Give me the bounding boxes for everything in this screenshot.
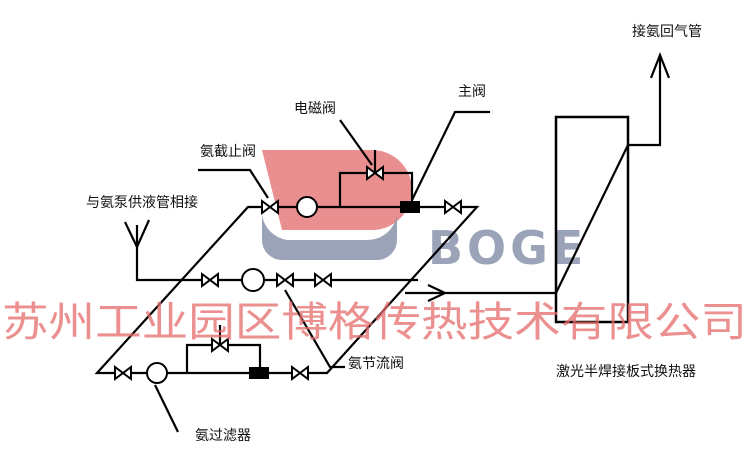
leader-stop-valve — [198, 168, 269, 199]
label-pump-supply: 与氨泵供液管相接 — [86, 194, 198, 211]
main-valve-icon — [249, 367, 269, 379]
company-watermark: 苏州工业园区博格传热技术有限公司 — [2, 298, 747, 346]
label-heat-exchanger: 激光半焊接板式换热器 — [556, 363, 696, 380]
filter-icon — [241, 268, 265, 292]
pipe-loop — [94, 205, 480, 375]
label-main-valve: 主阀 — [458, 84, 486, 100]
filter-icon — [146, 362, 168, 384]
return-gas-pipe — [628, 58, 662, 147]
label-throttle-valve: 氨节流阀 — [348, 356, 404, 372]
leader-solenoid — [339, 119, 373, 166]
valve-icon — [114, 365, 132, 381]
valve-icon — [444, 199, 462, 215]
logo-text: BOGE — [428, 221, 587, 275]
logo-blue-shape — [262, 215, 397, 260]
throttle-valve-icon — [276, 272, 294, 288]
leader-throttle — [284, 289, 345, 369]
main-valve-icon — [400, 201, 420, 213]
up-arrow-icon — [649, 51, 671, 79]
leader-main-valve — [411, 110, 490, 201]
valve-icon — [291, 365, 309, 381]
flow-arrow-icon — [427, 284, 448, 302]
logo-red-shape — [262, 150, 412, 230]
label-filter: 氨过滤器 — [195, 428, 251, 444]
leader-filter — [154, 384, 179, 433]
valve-icon — [314, 272, 332, 288]
label-return-gas-pipe: 接氨回气管 — [632, 23, 702, 40]
valve-icon — [201, 272, 219, 288]
filter-icon — [296, 196, 318, 218]
label-solenoid-valve: 电磁阀 — [294, 101, 336, 117]
supply-inlet-fork — [124, 219, 151, 250]
stop-valve-icon — [261, 199, 279, 215]
label-stop-valve: 氨截止阀 — [200, 144, 256, 160]
heat-exchanger — [554, 115, 630, 324]
exchanger-diagonal — [555, 144, 629, 294]
